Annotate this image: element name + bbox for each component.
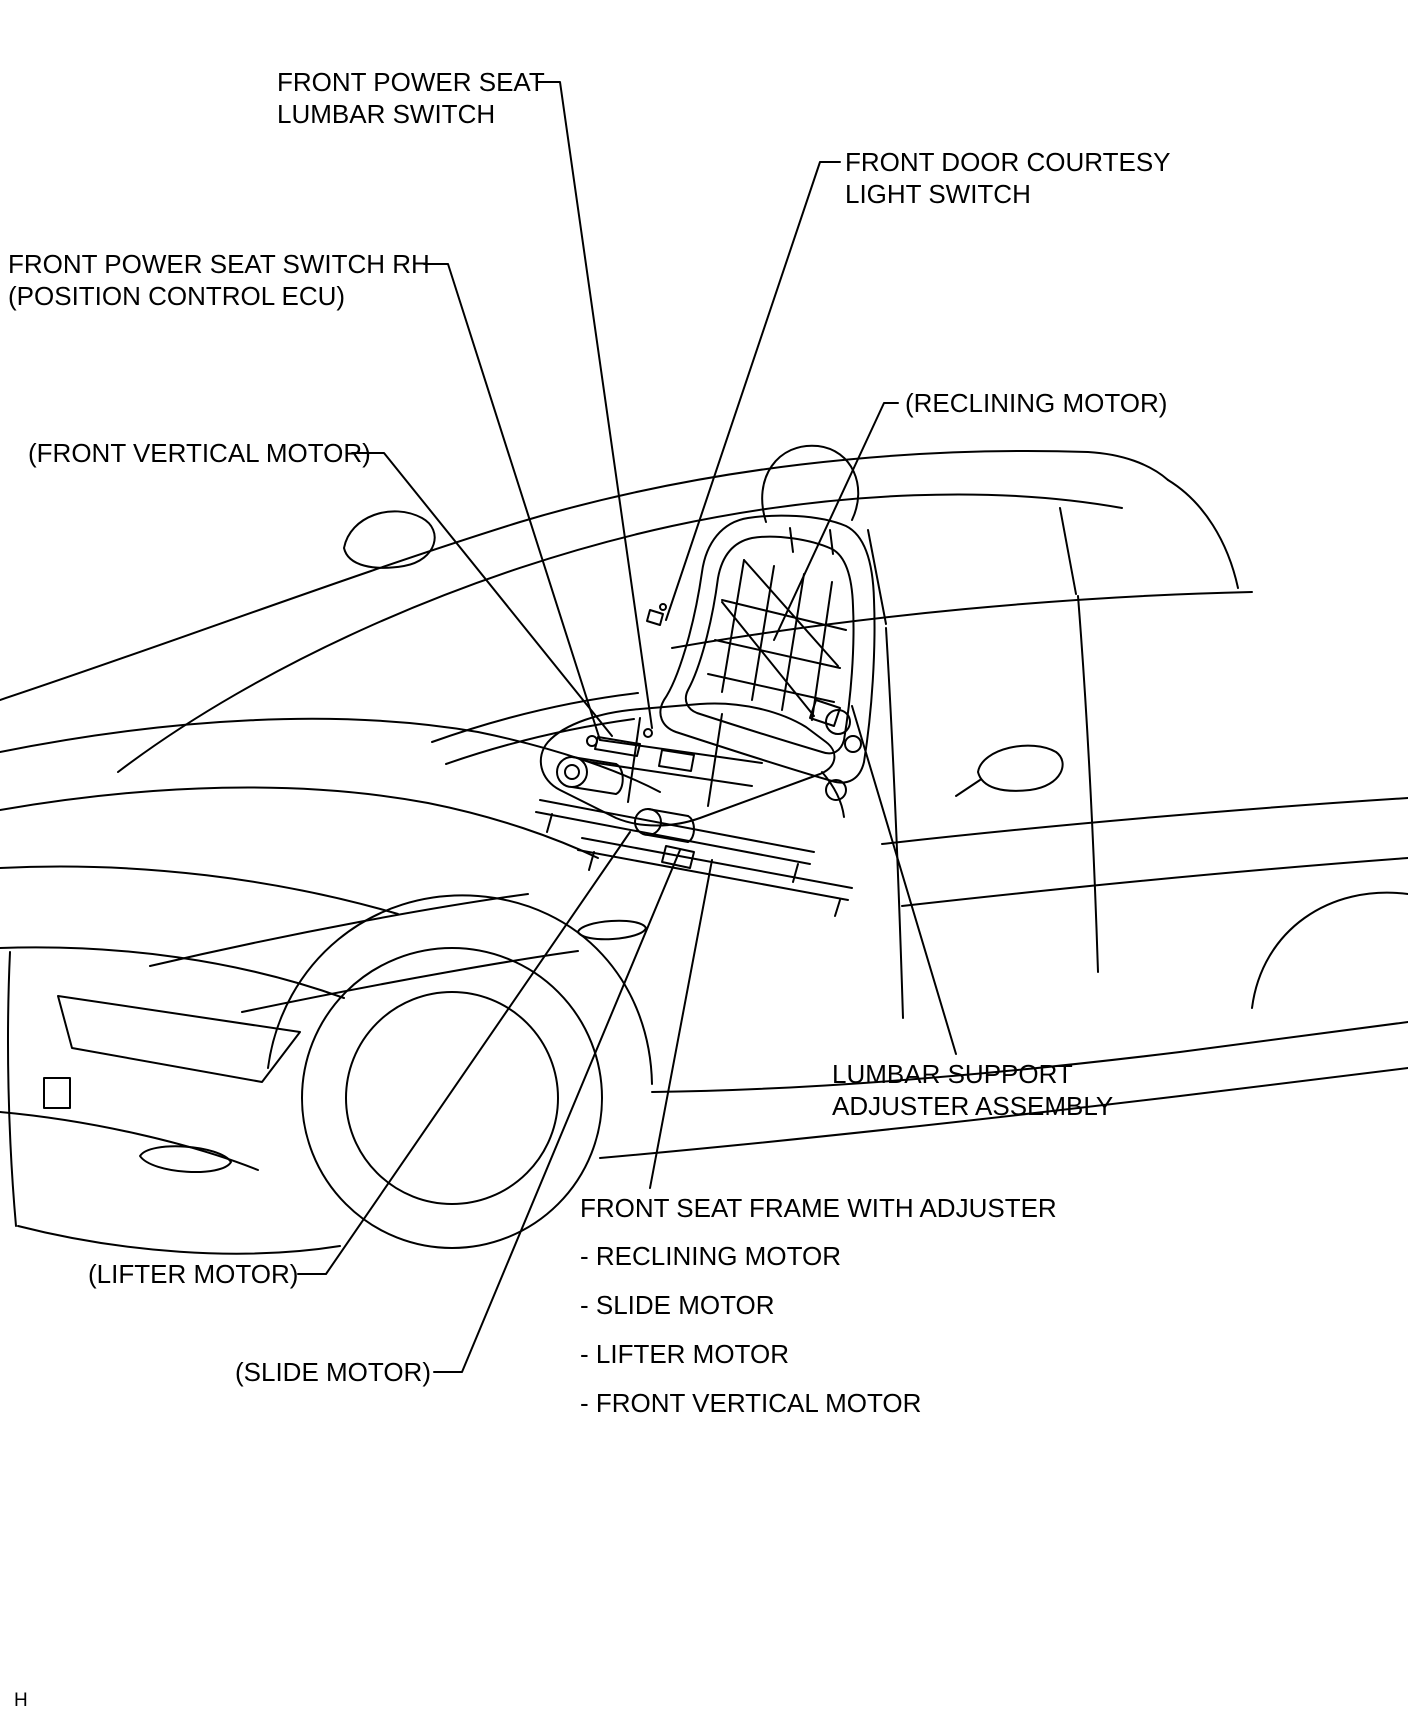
page-mark: H (14, 1690, 28, 1711)
leader-courtesy-switch (665, 161, 841, 621)
label-lifter-motor: (LIFTER MOTOR) (88, 1259, 299, 1289)
leader-lifter-motor (297, 831, 631, 1275)
car-outline (0, 450, 1408, 1255)
leader-lumbar-support (851, 705, 957, 1055)
label-reclining-motor: (RECLINING MOTOR) (905, 388, 1168, 418)
label-front-vertical-motor: (FRONT VERTICAL MOTOR) (28, 438, 371, 468)
label-line: LUMBAR SUPPORT (832, 1059, 1073, 1089)
leader-seat-frame (649, 859, 713, 1189)
leader-slide-motor (433, 849, 681, 1373)
leader-lumbar-switch (537, 81, 653, 729)
label-line: ADJUSTER ASSEMBLY (832, 1091, 1114, 1121)
leader-reclining-motor (773, 402, 899, 641)
label-line: FRONT POWER SEAT SWITCH RH (8, 249, 430, 279)
list-item-lifter-motor: - LIFTER MOTOR (580, 1339, 789, 1369)
label-line: LIGHT SWITCH (845, 179, 1031, 209)
list-item-front-vertical-motor: - FRONT VERTICAL MOTOR (580, 1388, 922, 1418)
label-front-power-seat-switch-rh: FRONT POWER SEAT SWITCH RH (POSITION CON… (8, 248, 430, 312)
label-slide-motor: (SLIDE MOTOR) (235, 1357, 431, 1387)
list-item-reclining-motor: - RECLINING MOTOR (580, 1241, 841, 1271)
label-front-seat-frame-with-adjuster: FRONT SEAT FRAME WITH ADJUSTER (580, 1193, 1057, 1223)
leader-front-vertical-motor (351, 452, 613, 737)
seat-frame-component-list: - RECLINING MOTOR - SLIDE MOTOR - LIFTER… (580, 1240, 921, 1436)
leader-lines (297, 81, 957, 1373)
label-line: FRONT DOOR COURTESY (845, 147, 1171, 177)
label-line: (POSITION CONTROL ECU) (8, 281, 346, 311)
label-line: LUMBAR SWITCH (277, 99, 496, 129)
leader-seat-switch-rh (423, 263, 601, 741)
label-front-door-courtesy-light-switch: FRONT DOOR COURTESY LIGHT SWITCH (845, 146, 1171, 210)
label-front-power-seat-lumbar-switch: FRONT POWER SEAT LUMBAR SWITCH (277, 66, 545, 130)
label-lumbar-support-adjuster-assembly: LUMBAR SUPPORT ADJUSTER ASSEMBLY (832, 1058, 1113, 1122)
list-item-slide-motor: - SLIDE MOTOR (580, 1290, 775, 1320)
label-line: FRONT POWER SEAT (277, 67, 545, 97)
seat-assembly (535, 444, 876, 917)
